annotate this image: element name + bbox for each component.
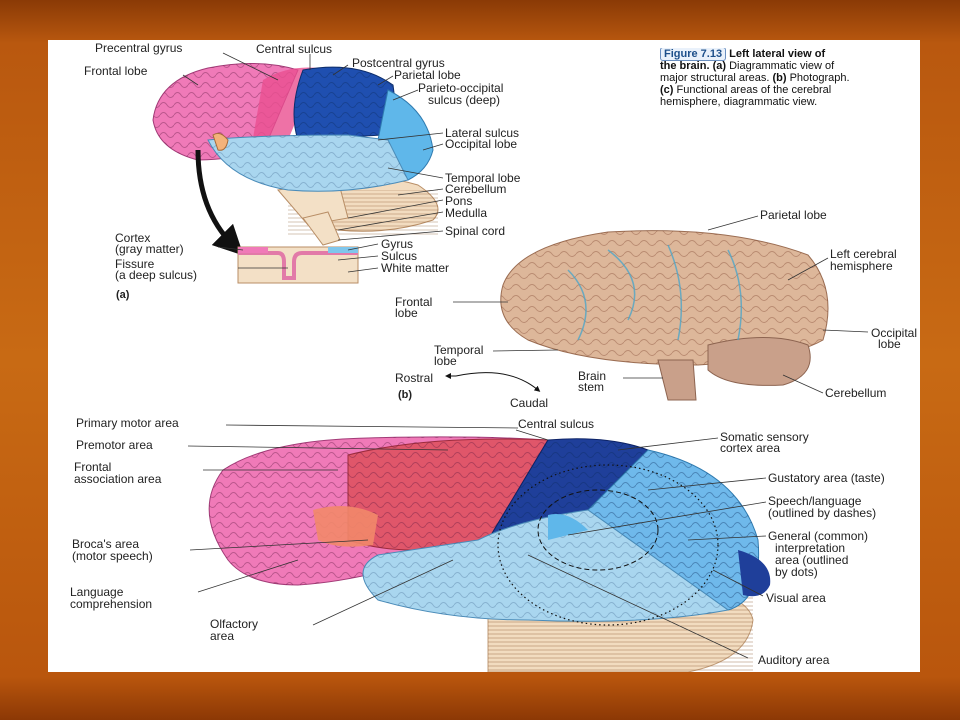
panel-c-brain bbox=[208, 436, 771, 672]
label-brocas-1: Broca's area bbox=[72, 537, 139, 551]
label-lateral-sulcus: Lateral sulcus bbox=[445, 126, 520, 140]
label-temporal-b-2: lobe bbox=[434, 354, 457, 368]
label-parietal-lobe-b: Parietal lobe bbox=[760, 208, 827, 222]
figure-caption: Figure 7.13 Left lateral view of the bra… bbox=[660, 48, 920, 108]
label-general-4: by dots) bbox=[775, 565, 818, 579]
label-left-cerebral-1: Left cerebral bbox=[830, 247, 897, 261]
caption-line3c: Photograph. bbox=[786, 72, 850, 84]
label-frontal-b-1: Frontal bbox=[395, 295, 433, 309]
label-central-sulcus-a: Central sulcus bbox=[256, 42, 333, 56]
label-general-2: interpretation bbox=[775, 541, 846, 555]
label-temporal-lobe-a: Temporal lobe bbox=[445, 171, 521, 185]
label-precentral-gyrus: Precentral gyrus bbox=[95, 41, 183, 55]
label-language-1: Language bbox=[70, 585, 124, 599]
label-occipital-b-1: Occipital bbox=[871, 326, 918, 340]
panel-b-letter: (b) bbox=[398, 389, 413, 401]
label-temporal-b-1: Temporal bbox=[434, 343, 484, 357]
label-sulcus: Sulcus bbox=[381, 249, 418, 263]
label-frontal-assoc-1: Frontal bbox=[74, 460, 112, 474]
caption-line3a: major structural areas. bbox=[660, 72, 773, 84]
caption-line5: hemisphere, diagrammatic view. bbox=[660, 96, 818, 108]
label-speech-1: Speech/language bbox=[768, 494, 862, 508]
label-brain-stem-2: stem bbox=[578, 380, 605, 394]
label-brain-stem-1: Brain bbox=[578, 369, 607, 383]
label-white-matter: White matter bbox=[381, 261, 450, 275]
cortex-detail bbox=[237, 246, 359, 284]
label-cerebellum-b: Cerebellum bbox=[825, 386, 887, 400]
label-postcentral-gyrus: Postcentral gyrus bbox=[352, 56, 445, 70]
label-fissure-1: Fissure bbox=[115, 257, 155, 271]
label-general-3: area (outlined bbox=[775, 553, 849, 567]
label-central-sulcus-c: Central sulcus bbox=[518, 417, 595, 431]
label-general-1: General (common) bbox=[768, 529, 869, 543]
label-frontal-lobe-a: Frontal lobe bbox=[84, 64, 148, 78]
panel-a-brain bbox=[152, 63, 439, 256]
panel-b-photo bbox=[500, 230, 829, 401]
caption-line2a: the brain. bbox=[660, 60, 713, 72]
caption-line2c: Diagrammatic view of bbox=[726, 60, 835, 72]
label-fissure-2: (a deep sulcus) bbox=[115, 268, 198, 282]
brain-artwork bbox=[152, 52, 869, 672]
caption-line2b: (a) bbox=[712, 60, 727, 72]
label-parietal-lobe-a: Parietal lobe bbox=[394, 68, 461, 82]
label-primary-motor: Primary motor area bbox=[76, 416, 179, 430]
label-occipital-lobe-a: Occipital lobe bbox=[445, 137, 518, 151]
label-parieto-occipital-2: sulcus (deep) bbox=[428, 93, 501, 107]
insula-a bbox=[212, 132, 229, 151]
leader-lines bbox=[182, 52, 869, 659]
label-brocas-2: (motor speech) bbox=[72, 549, 153, 563]
label-pons: Pons bbox=[445, 194, 473, 208]
label-frontal-b-2: lobe bbox=[395, 306, 418, 320]
label-caudal: Caudal bbox=[510, 396, 549, 410]
label-cortex-1: Cortex bbox=[115, 231, 151, 245]
label-olfactory-2: area bbox=[210, 629, 235, 643]
label-visual: Visual area bbox=[766, 591, 826, 605]
label-cerebellum-a: Cerebellum bbox=[445, 182, 507, 196]
label-frontal-assoc-2: association area bbox=[74, 472, 162, 486]
slide-canvas: Figure 7.13 Left lateral view of the bra… bbox=[48, 40, 920, 672]
label-somatic-1: Somatic sensory bbox=[720, 430, 809, 444]
label-olfactory-1: Olfactory bbox=[210, 617, 259, 631]
caption-line1: Left lateral view of bbox=[729, 48, 826, 60]
label-cortex-2: (gray matter) bbox=[115, 242, 184, 256]
label-medulla: Medulla bbox=[445, 206, 488, 220]
caption-line4a: (c) bbox=[660, 84, 674, 96]
label-somatic-2: cortex area bbox=[720, 441, 781, 455]
label-premotor: Premotor area bbox=[76, 438, 153, 452]
caption-line4b: Functional areas of the cerebral bbox=[673, 84, 832, 96]
label-rostral: Rostral bbox=[395, 371, 434, 385]
label-occipital-b-2: lobe bbox=[878, 337, 901, 351]
label-gyrus: Gyrus bbox=[381, 237, 414, 251]
panel-a-letter: (a) bbox=[116, 289, 130, 301]
figure-number: Figure 7.13 bbox=[660, 48, 727, 61]
label-parieto-occipital-1: Parieto-occipital bbox=[418, 81, 504, 95]
label-auditory: Auditory area bbox=[758, 653, 830, 667]
caption-line3b: (b) bbox=[772, 72, 787, 84]
label-language-2: comprehension bbox=[70, 597, 153, 611]
label-speech-2: (outlined by dashes) bbox=[768, 506, 877, 520]
label-spinal-cord: Spinal cord bbox=[445, 224, 506, 238]
label-gustatory: Gustatory area (taste) bbox=[768, 471, 885, 485]
label-left-cerebral-2: hemisphere bbox=[830, 259, 893, 273]
